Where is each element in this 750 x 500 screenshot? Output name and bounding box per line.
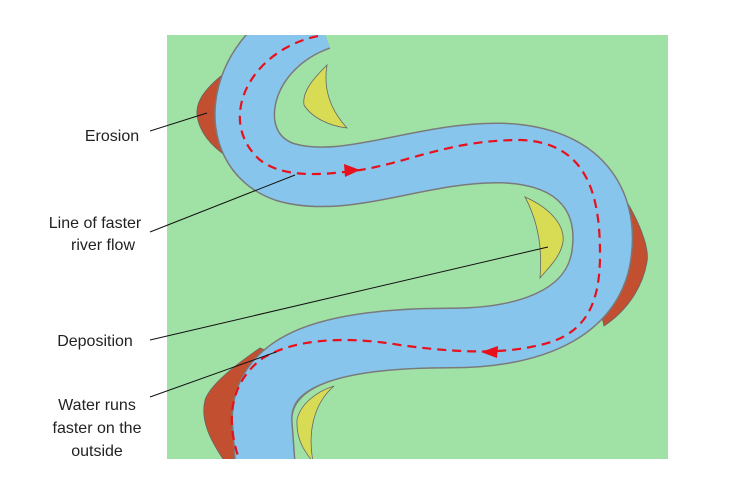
label-erosion: Erosion [85,128,139,145]
river-channel [215,35,632,459]
deposition-patch-middle [524,196,564,280]
deposition-patch-bottom [296,385,335,459]
pointer-outside [149,351,277,398]
pointer-faster-flow [149,174,296,233]
flow-arrowhead-left [481,346,498,358]
flow-arrowhead-right [344,164,360,177]
deposition-patch-top [303,63,349,129]
pointer-erosion [149,112,208,132]
faster-flow-line [230,35,602,459]
label-faster-flow-1: Line of faster [49,215,142,232]
label-outside-1: Water runs [58,397,136,414]
label-outside-2: faster on the [53,420,142,437]
pointer-deposition [149,246,549,341]
label-deposition: Deposition [57,333,133,350]
label-outside-3: outside [71,443,123,460]
label-faster-flow-2: river flow [71,237,135,254]
